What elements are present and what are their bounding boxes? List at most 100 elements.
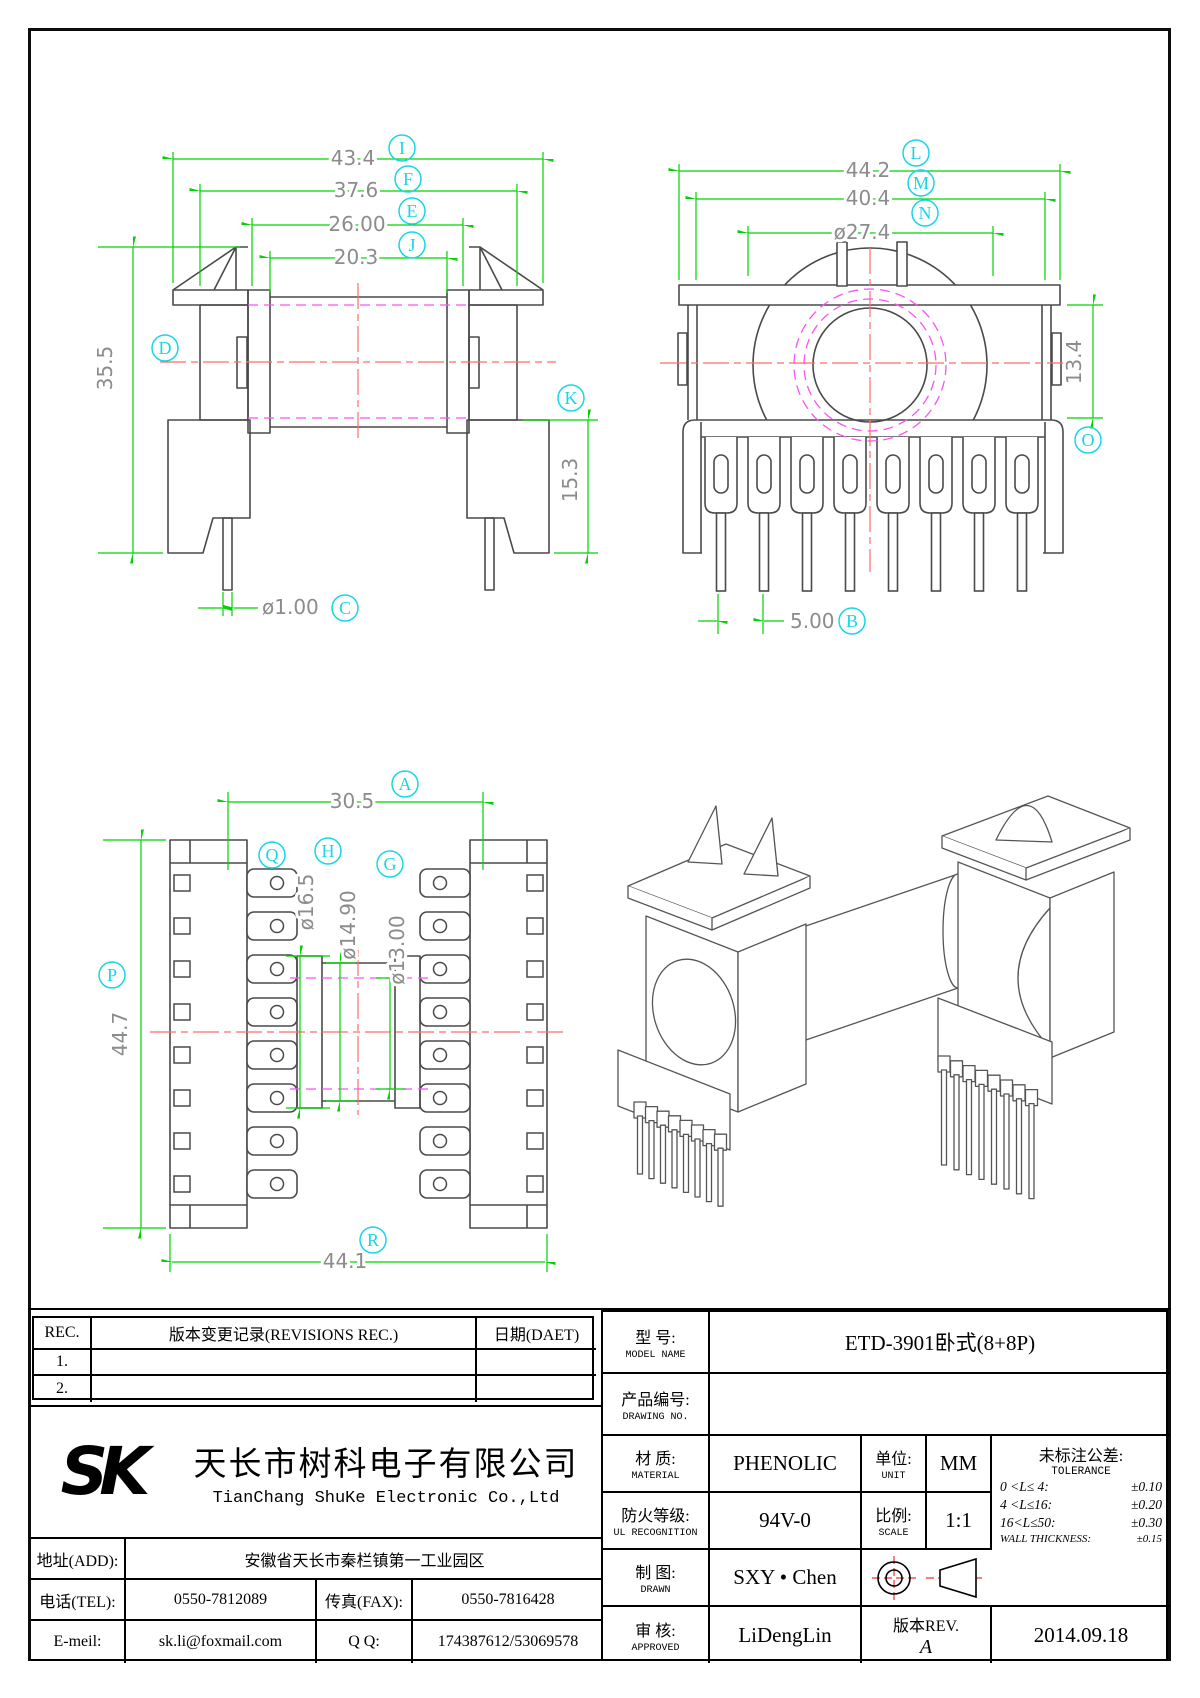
rec-date-header: 日期(DAET) bbox=[477, 1318, 596, 1350]
fax-value: 0550-7816428 bbox=[413, 1580, 603, 1621]
drawn-label: 制 图: DRAWN bbox=[603, 1550, 710, 1607]
svg-text:I: I bbox=[399, 138, 405, 158]
svg-text:K: K bbox=[565, 388, 578, 408]
drawingno-label-en: DRAWING NO. bbox=[622, 1411, 689, 1423]
qq-value: 174387612/53069578 bbox=[437, 1633, 579, 1650]
material-label-cn: 材 质: bbox=[635, 1451, 676, 1468]
rec-row-date bbox=[477, 1376, 596, 1402]
iso-pin bbox=[1012, 1084, 1026, 1195]
rec-row-no: 2. bbox=[34, 1376, 92, 1402]
svg-text:E: E bbox=[407, 201, 418, 221]
model-label-en: MODEL NAME bbox=[625, 1349, 686, 1361]
dim-text: 44.2 bbox=[846, 158, 891, 182]
iso-pin bbox=[937, 1055, 951, 1166]
balloon-A: A bbox=[391, 770, 419, 798]
tel-label: 电话(TEL): bbox=[31, 1580, 126, 1621]
date-value: 2014.09.18 bbox=[1033, 1622, 1129, 1647]
iso-pin bbox=[667, 1115, 682, 1189]
email-label: E-meil: bbox=[31, 1621, 126, 1663]
terminal bbox=[419, 911, 544, 941]
address-value: 安徽省天长市秦栏镇第一工业园区 bbox=[126, 1539, 603, 1580]
scale-label: 比例: SCALE bbox=[862, 1493, 927, 1550]
approved-label-cn: 审 核: bbox=[635, 1622, 676, 1640]
terminal bbox=[173, 1126, 298, 1156]
svg-text:L: L bbox=[911, 143, 922, 163]
svg-text:J: J bbox=[408, 235, 415, 255]
rec-row-desc bbox=[92, 1376, 477, 1402]
svg-text:P: P bbox=[107, 965, 117, 985]
drawn-label-en: DRAWN bbox=[640, 1585, 671, 1596]
tol-range: WALL THICKNESS: bbox=[1000, 1533, 1092, 1545]
dim-text: ø13.00 bbox=[385, 915, 409, 985]
company-name-en: TianChang ShuKe Electronic Co.,Ltd bbox=[212, 1488, 560, 1508]
terminal bbox=[173, 911, 298, 941]
terminal bbox=[419, 1040, 544, 1070]
tol-range: 4 <L≤16: bbox=[1000, 1497, 1053, 1512]
address-label: 地址(ADD): bbox=[31, 1539, 126, 1580]
front-view-dimensions: 43.4 37.6 26.00 20.3 35.5 15.3 ø1.00 bbox=[90, 143, 598, 622]
terminal bbox=[173, 954, 298, 984]
balloon-L: L bbox=[902, 139, 930, 167]
side-view: 44.2 40.4 ø27.4 13.4 5.00 L M N O B bbox=[660, 139, 1103, 636]
terminal bbox=[173, 1083, 298, 1113]
email-value: sk.li@foxmail.com bbox=[126, 1621, 317, 1663]
balloon-D: D bbox=[151, 334, 179, 362]
ul-value: 94V-0 bbox=[710, 1493, 862, 1550]
company-name: 天长市树科电子有限公司 TianChang ShuKe Electronic C… bbox=[171, 1437, 601, 1508]
fax-label: 传真(FAX): bbox=[317, 1580, 413, 1621]
drawn-label-cn: 制 图: bbox=[635, 1565, 676, 1582]
svg-text:F: F bbox=[403, 169, 413, 189]
approved-label-en: APPROVED bbox=[631, 1642, 680, 1654]
model-value: ETD-3901卧式(8+8P) bbox=[710, 1312, 1170, 1374]
svg-text:Q: Q bbox=[266, 845, 279, 865]
terminal bbox=[173, 1169, 298, 1199]
dim-text: 37.6 bbox=[334, 178, 379, 202]
company-logo: SK bbox=[60, 1433, 151, 1510]
side-view-dimensions: 44.2 40.4 ø27.4 13.4 5.00 bbox=[679, 155, 1103, 636]
revision-table: REC. 版本变更记录(REVISIONS REC.) 日期(DAET) 1. … bbox=[32, 1316, 596, 1402]
drawingno-label: 产品编号: DRAWING NO. bbox=[603, 1374, 710, 1436]
balloon-G: G bbox=[376, 850, 404, 878]
material-label: 材 质: MATERIAL bbox=[603, 1436, 710, 1493]
rev-label: 版本REV. bbox=[893, 1617, 959, 1635]
isometric-view bbox=[617, 795, 1131, 1207]
ul-label: 防火等级: UL RECOGNITION bbox=[603, 1493, 710, 1550]
rev-cell: 版本REV. A bbox=[862, 1607, 992, 1663]
dim-text: ø27.4 bbox=[834, 220, 891, 244]
model-label-cn: 型 号: bbox=[635, 1329, 676, 1347]
svg-text:M: M bbox=[913, 173, 929, 193]
iso-pin bbox=[974, 1069, 989, 1181]
tolerance-title-en: TOLERANCE bbox=[1051, 1466, 1111, 1478]
iso-rear-flange bbox=[937, 795, 1131, 1200]
iso-pin bbox=[999, 1079, 1014, 1190]
iso-pin bbox=[679, 1119, 693, 1194]
tolerance-title-cn: 未标注公差: bbox=[1038, 1448, 1124, 1465]
tol-value: ±0.10 bbox=[1130, 1479, 1162, 1494]
iso-pin bbox=[633, 1101, 647, 1175]
tol-value: ±0.15 bbox=[1136, 1533, 1162, 1545]
drawn-value: SXY • Chen bbox=[710, 1550, 862, 1607]
tolerance-row: WALL THICKNESS: ±0.15 bbox=[992, 1532, 1170, 1546]
iso-pin bbox=[949, 1060, 964, 1171]
dim-text: ø16.5 bbox=[294, 874, 318, 931]
approved-value: LiDengLin bbox=[710, 1607, 862, 1663]
front-view: 43.4 37.6 26.00 20.3 35.5 15.3 ø1.00 I F… bbox=[90, 134, 598, 622]
rec-desc-header: 版本变更记录(REVISIONS REC.) bbox=[92, 1318, 477, 1350]
side-view-centerlines bbox=[660, 248, 1080, 572]
approved-label: 审 核: APPROVED bbox=[603, 1607, 710, 1663]
tol-range: 16<L≤50: bbox=[1000, 1515, 1056, 1530]
iso-pin bbox=[644, 1105, 659, 1180]
rec-row-date bbox=[477, 1350, 596, 1376]
dim-text: 40.4 bbox=[846, 186, 891, 210]
title-block: 型 号: MODEL NAME ETD-3901卧式(8+8P) 产品编号: D… bbox=[601, 1310, 1170, 1663]
balloon-E: E bbox=[398, 197, 426, 225]
svg-text:A: A bbox=[399, 774, 412, 794]
dim-text: 5.00 bbox=[790, 609, 835, 633]
svg-text:H: H bbox=[322, 841, 335, 861]
unit-value: MM bbox=[927, 1436, 992, 1493]
scale-label-cn: 比例: bbox=[875, 1508, 912, 1525]
dim-text: 13.4 bbox=[1062, 340, 1086, 385]
dim-text: 35.5 bbox=[93, 346, 117, 391]
balloon-P: P bbox=[98, 961, 126, 989]
